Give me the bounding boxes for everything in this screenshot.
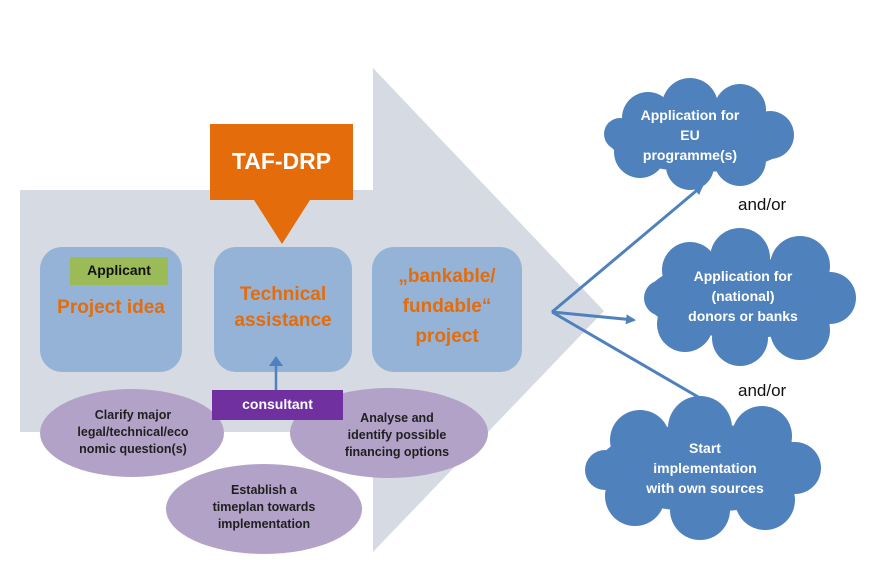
task-line: nomic question(s) bbox=[79, 442, 187, 456]
stage-label-line: Technical bbox=[239, 284, 327, 305]
task-line: financing options bbox=[344, 445, 450, 459]
task-ellipse-clarify bbox=[40, 389, 224, 477]
stage-box-technical-assistance bbox=[214, 247, 352, 372]
task-text-analyse: Analyse and identify possible financing … bbox=[322, 410, 472, 461]
task-line: legal/technical/eco bbox=[77, 425, 189, 439]
stage-label-line: project bbox=[415, 326, 479, 347]
task-line: Analyse and bbox=[360, 411, 434, 425]
outcome-text-own-sources: Start implementation with own sources bbox=[620, 438, 790, 498]
outcome-line: (national) bbox=[711, 288, 775, 304]
stage-label-line: Project idea bbox=[57, 297, 165, 318]
stage-label-project-idea: Project idea bbox=[40, 295, 182, 321]
connector-and-or-1: and/or bbox=[738, 195, 787, 214]
outcome-line: Application for bbox=[693, 268, 793, 284]
outcome-text-eu-programme: Application for EU programme(s) bbox=[622, 105, 758, 165]
applicant-label bbox=[70, 257, 168, 285]
outcome-line: with own sources bbox=[646, 480, 764, 496]
applicant-label-text: Applicant bbox=[87, 262, 151, 278]
stage-label-line: assistance bbox=[234, 310, 332, 331]
connector-and-or-2: and/or bbox=[738, 381, 787, 400]
outcome-line: implementation bbox=[653, 460, 757, 476]
task-text-clarify: Clarify major legal/technical/eco nomic … bbox=[60, 407, 206, 458]
taf-drp-arrow bbox=[210, 124, 353, 244]
consultant-label-text: consultant bbox=[242, 396, 313, 412]
taf-drp-label: TAF-DRP bbox=[231, 148, 332, 174]
stage-label-bankable-project: „bankable/ fundable“ project bbox=[372, 262, 522, 352]
cloud-donors-banks bbox=[644, 228, 856, 366]
task-line: Clarify major bbox=[94, 408, 172, 422]
task-text-timeplan: Establish a timeplan towards implementat… bbox=[189, 482, 339, 533]
consultant-arrow bbox=[269, 356, 283, 390]
outcome-text-donors-banks: Application for (national) donors or ban… bbox=[670, 266, 816, 326]
stage-label-technical-assistance: Technical assistance bbox=[214, 282, 352, 334]
task-line: Establish a bbox=[231, 483, 297, 497]
stage-label-line: fundable“ bbox=[402, 296, 492, 317]
task-line: implementation bbox=[217, 517, 311, 531]
outcome-line: EU bbox=[680, 127, 700, 143]
cloud-eu-programme bbox=[604, 78, 794, 190]
cloud-own-sources bbox=[585, 396, 821, 540]
task-line: identify possible bbox=[347, 428, 447, 442]
outcome-line: programme(s) bbox=[642, 147, 738, 163]
stage-box-bankable-project bbox=[372, 247, 522, 372]
stage-label-line: „bankable/ bbox=[398, 266, 496, 287]
outcome-line: Start bbox=[689, 440, 721, 456]
task-ellipse-timeplan bbox=[166, 464, 362, 554]
consultant-label bbox=[212, 390, 343, 420]
arrow-to-donors bbox=[551, 310, 636, 325]
arrow-to-own-sources bbox=[551, 310, 726, 414]
task-line: timeplan towards bbox=[212, 500, 316, 514]
arrow-to-eu-programme bbox=[551, 184, 704, 314]
outcome-line: donors or banks bbox=[688, 308, 798, 324]
outcome-line: Application for bbox=[640, 107, 740, 123]
